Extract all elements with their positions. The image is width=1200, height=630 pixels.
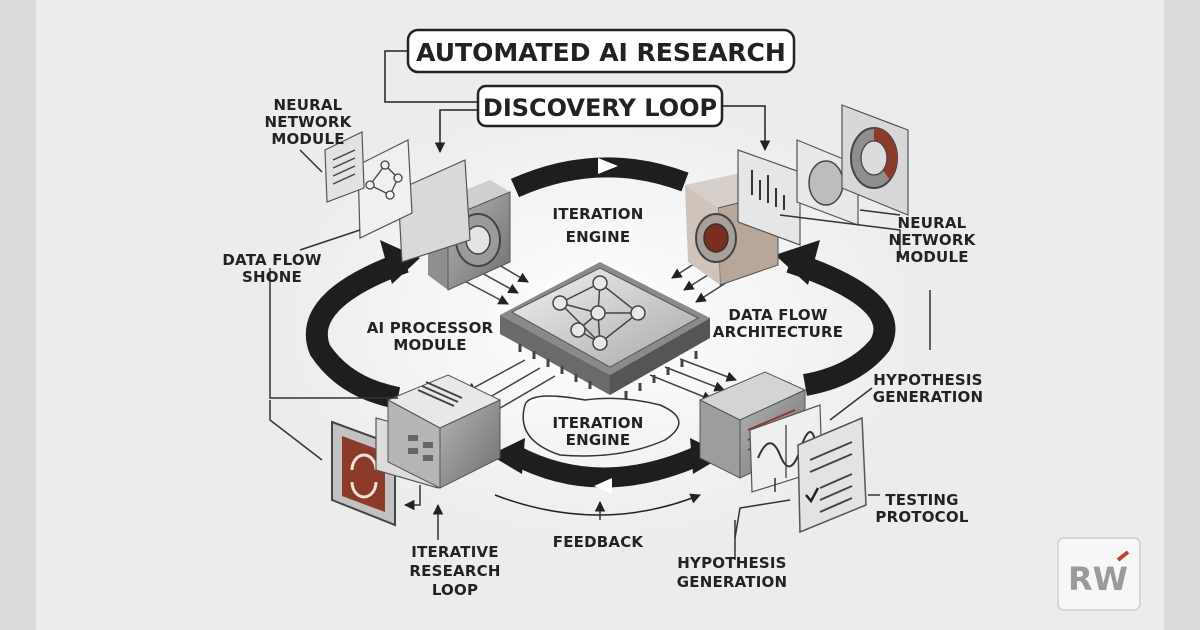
label-line: GENERATION bbox=[873, 388, 983, 406]
loop-arrow-left-head bbox=[380, 240, 420, 284]
label-iteration-bottom: ITERATION ENGINE bbox=[553, 414, 644, 449]
label-line: NETWORK bbox=[265, 113, 353, 131]
iteration-engine-outline bbox=[522, 395, 680, 457]
label-line: ITERATION bbox=[553, 205, 644, 223]
label-line: DATA FLOW bbox=[222, 251, 321, 269]
label-iteration-top: ITERATION ENGINE bbox=[553, 205, 644, 246]
processor-chip-icon bbox=[500, 262, 710, 399]
connector-arrow bbox=[434, 109, 478, 154]
label-line: TESTING bbox=[885, 491, 958, 509]
label-hypothesis-right: HYPOTHESIS GENERATION bbox=[873, 371, 983, 406]
module-bottom-left bbox=[375, 374, 502, 489]
panel-stack-right bbox=[796, 104, 909, 226]
bar-chart-icon bbox=[737, 149, 801, 246]
label-iterative-research-loop: ITERATIVE RESEARCH LOOP bbox=[409, 543, 500, 599]
label-line: PROTOCOL bbox=[875, 508, 968, 526]
label-data-flow-architecture: DATA FLOW ARCHITECTURE bbox=[713, 306, 843, 341]
panel-stack-left bbox=[324, 131, 471, 263]
label-line: LOOP bbox=[432, 581, 478, 599]
loop-arrow-right bbox=[786, 251, 896, 396]
label-line: AI PROCESSOR bbox=[367, 319, 494, 337]
title-connector bbox=[384, 50, 478, 103]
neural-graph-icon bbox=[552, 275, 646, 351]
label-line: ITERATIVE bbox=[411, 543, 499, 561]
label-neural-left: NEURAL NETWORK MODULE bbox=[265, 96, 353, 148]
loop-arrow-bottom bbox=[510, 445, 705, 488]
checklist-icon bbox=[797, 416, 867, 534]
label-neural-right: NEURAL NETWORK MODULE bbox=[889, 214, 977, 266]
label-line: MODULE bbox=[271, 130, 344, 148]
connector-arrow bbox=[722, 105, 771, 152]
main-title: AUTOMATED AI RESEARCH bbox=[416, 38, 786, 67]
label-line: NEURAL bbox=[898, 214, 967, 232]
title-box: AUTOMATED AI RESEARCH bbox=[406, 28, 796, 74]
refresh-icon bbox=[331, 420, 396, 527]
label-data-flow-left: DATA FLOW SHONE bbox=[222, 251, 321, 286]
label-line: GENERATION bbox=[677, 573, 787, 591]
loop-arrow-left bbox=[305, 251, 409, 409]
label-line: NEURAL bbox=[274, 96, 343, 114]
label-line: DATA FLOW bbox=[728, 306, 827, 324]
loop-arrow-right-head bbox=[775, 240, 820, 285]
label-line: NETWORK bbox=[889, 231, 977, 249]
label-line: ITERATION bbox=[553, 414, 644, 432]
feedback-arrow bbox=[494, 493, 701, 516]
subtitle: DISCOVERY LOOP bbox=[483, 94, 717, 122]
label-line: ENGINE bbox=[566, 228, 631, 246]
label-line: ENGINE bbox=[566, 431, 631, 449]
label-line: MODULE bbox=[895, 248, 968, 266]
arrow-head-mark bbox=[598, 158, 618, 174]
rw-logo: RW bbox=[1057, 537, 1141, 611]
label-line: MODULE bbox=[393, 336, 466, 354]
label-line: HYPOTHESIS bbox=[873, 371, 982, 389]
label-hypothesis-bottom: HYPOTHESIS GENERATION bbox=[677, 554, 787, 591]
subtitle-box: DISCOVERY LOOP bbox=[476, 84, 724, 128]
label-line: ARCHITECTURE bbox=[713, 323, 843, 341]
label-line: RESEARCH bbox=[409, 562, 500, 580]
label-feedback: FEEDBACK bbox=[553, 533, 645, 551]
arrow-head-mark bbox=[594, 478, 612, 494]
label-testing-protocol: TESTING PROTOCOL bbox=[875, 491, 968, 526]
label-line: HYPOTHESIS bbox=[677, 554, 786, 572]
watermark-text: RW bbox=[1068, 560, 1128, 598]
loop-arrow-bottom-head-left bbox=[490, 438, 525, 474]
label-ai-processor: AI PROCESSOR MODULE bbox=[367, 319, 494, 354]
label-line: SHONE bbox=[242, 268, 302, 286]
leader-lines bbox=[269, 149, 931, 560]
